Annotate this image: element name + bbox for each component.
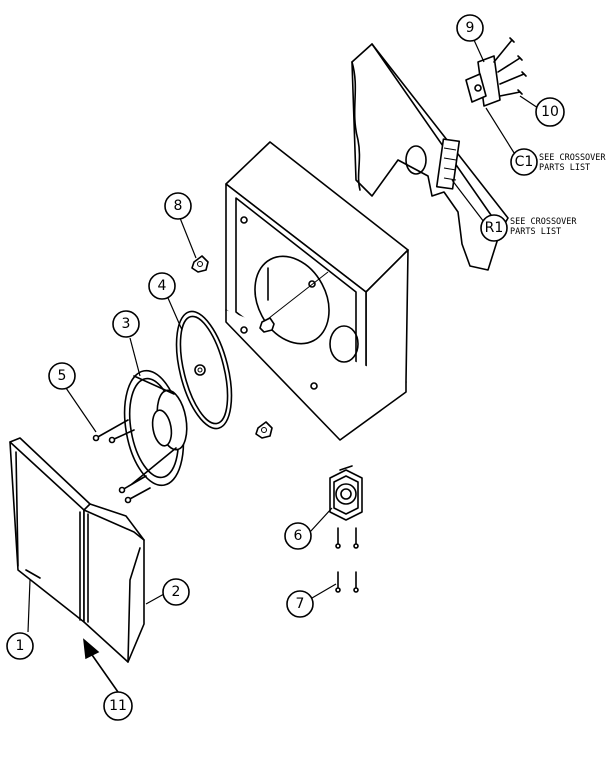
screws-woofer: [92, 419, 151, 504]
callout-c1-label: C1: [515, 154, 534, 170]
callout-10-label: 10: [541, 104, 559, 120]
callout-r1-label: R1: [485, 220, 504, 236]
callout-c1: C1: [510, 148, 538, 176]
callout-8-label: 8: [174, 198, 183, 214]
callout-6: 6: [284, 522, 312, 550]
callout-r1: R1: [480, 214, 508, 242]
callout-2-label: 2: [172, 584, 181, 600]
callout-9: 9: [456, 14, 484, 42]
callout-9-label: 9: [466, 20, 475, 36]
arrow-11: [83, 638, 119, 693]
callout-11: 11: [103, 691, 133, 721]
callout-7: 7: [286, 590, 314, 618]
c1-note-line1: SEE CROSSOVER: [539, 153, 606, 163]
callout-5: 5: [48, 362, 76, 390]
crossover-resistor: [435, 138, 461, 190]
callout-7-label: 7: [296, 596, 305, 612]
c1-note-line2: PARTS LIST: [539, 163, 590, 173]
callout-5-label: 5: [58, 368, 67, 384]
r1-note-line2: PARTS LIST: [510, 227, 561, 237]
nut-middle: [259, 317, 275, 333]
side-port: [329, 325, 359, 363]
callout-6-label: 6: [294, 528, 303, 544]
gasket: [175, 310, 233, 430]
callout-4-label: 4: [158, 278, 167, 294]
callout-8: 8: [164, 192, 192, 220]
nut-top: [191, 255, 209, 273]
front-grille: [9, 437, 145, 663]
callout-3-label: 3: [122, 316, 131, 332]
callout-1-label: 1: [16, 638, 25, 654]
back-panel-hole: [405, 145, 427, 175]
nut-bottom: [255, 421, 273, 439]
tweeter: [329, 465, 363, 521]
callout-2: 2: [162, 578, 190, 606]
screws-tweeter: [335, 527, 359, 593]
speaker-cabinet: [225, 141, 409, 441]
callout-4: 4: [148, 272, 176, 300]
callout-1: 1: [6, 632, 34, 660]
callout-11-label: 11: [109, 698, 127, 714]
woofer: [123, 369, 188, 487]
terminal-assembly: [465, 37, 527, 107]
woofer-opening: [254, 255, 330, 345]
leader-lines: [27, 39, 539, 633]
r1-note-line1: SEE CROSSOVER: [510, 217, 577, 227]
callout-3: 3: [112, 310, 140, 338]
callout-10: 10: [535, 97, 565, 127]
